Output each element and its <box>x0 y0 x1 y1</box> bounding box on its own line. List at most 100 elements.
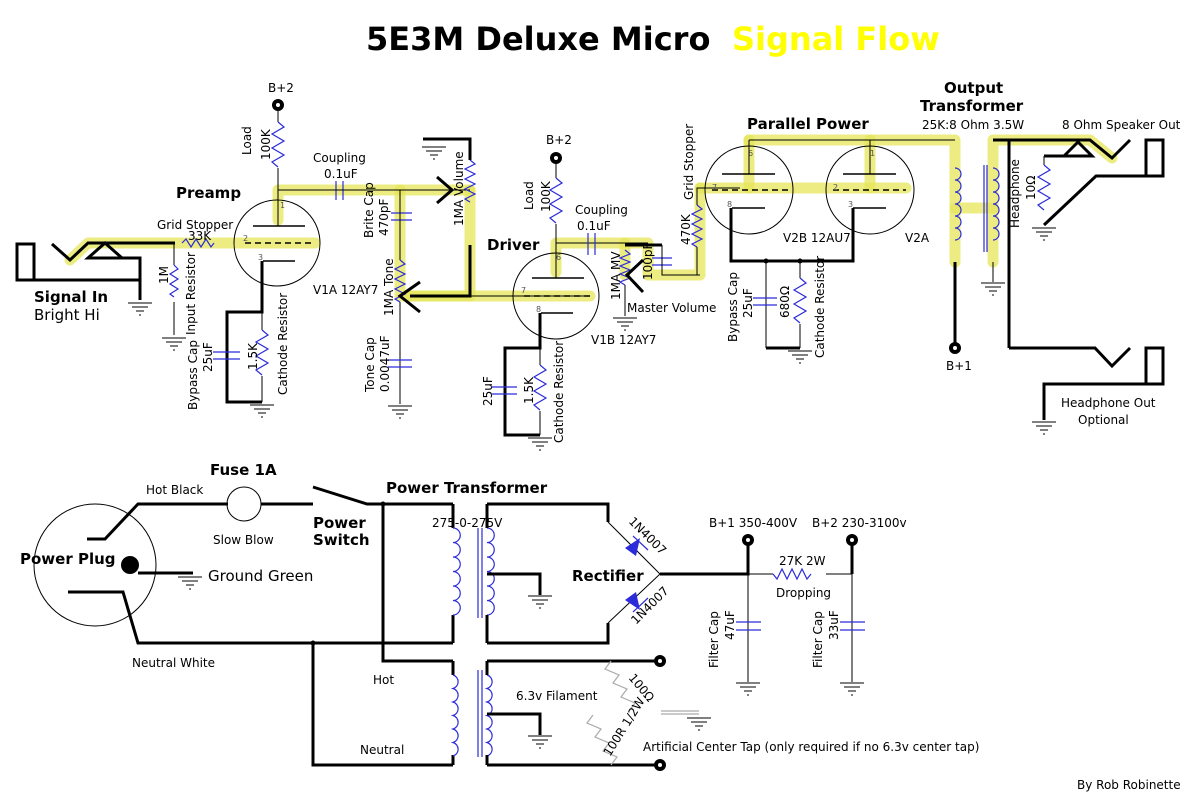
ct-resistor-top <box>604 660 636 712</box>
signal-in-label: Signal In <box>34 288 108 306</box>
section-preamp: Preamp <box>176 184 241 202</box>
title-accent: Signal Flow <box>732 20 940 58</box>
section-rectifier: Rectifier <box>572 567 644 585</box>
svg-text:Coupling: Coupling <box>575 203 628 217</box>
svg-text:Brite Cap: Brite Cap <box>362 182 376 238</box>
driver-tube: 6 7 8 <box>512 252 600 340</box>
svg-text:Slow Blow: Slow Blow <box>213 533 274 547</box>
grid-stopper-resistor <box>181 237 215 249</box>
svg-text:10Ω: 10Ω <box>1024 176 1038 200</box>
svg-text:3: 3 <box>848 200 853 209</box>
svg-text:Cathode Resistor: Cathode Resistor <box>276 293 290 395</box>
svg-text:Neutral: Neutral <box>360 743 404 757</box>
volume-pot-wiper[interactable] <box>436 175 455 205</box>
svg-text:1: 1 <box>870 149 875 158</box>
page-title: 5E3M Deluxe Micro Signal Flow <box>366 20 940 58</box>
ct-resistor-bottom <box>586 714 618 766</box>
svg-text:470K: 470K <box>679 213 693 245</box>
tone-pot-wiper[interactable] <box>397 280 421 314</box>
svg-text:Cathode Resistor: Cathode Resistor <box>813 256 827 358</box>
power-tube-v2b: 6 7 8 <box>704 145 794 235</box>
power-switch[interactable] <box>312 485 453 506</box>
driver-coupling-cap <box>587 233 596 255</box>
svg-text:Power: Power <box>313 514 366 532</box>
svg-text:Filter Cap: Filter Cap <box>811 611 825 668</box>
input-jack[interactable] <box>15 240 175 316</box>
power-transformer <box>450 504 495 765</box>
svg-text:Transformer: Transformer <box>920 97 1024 115</box>
svg-text:Optional: Optional <box>1078 413 1129 427</box>
svg-text:100K: 100K <box>259 128 273 160</box>
svg-text:Hot: Hot <box>373 673 394 687</box>
preamp-cathode-resistor <box>254 329 270 376</box>
fuse <box>226 486 262 522</box>
svg-text:Grid Stopper: Grid Stopper <box>157 218 233 232</box>
preamp-bypass-cap <box>213 351 240 360</box>
svg-text:Load: Load <box>240 126 254 155</box>
svg-text:275-0-275V: 275-0-275V <box>432 516 503 530</box>
input-resistor <box>168 264 180 298</box>
svg-text:8: 8 <box>727 200 732 209</box>
svg-text:B+2: B+2 <box>546 133 572 147</box>
master-volume-wiper[interactable] <box>624 258 645 294</box>
svg-text:2: 2 <box>833 183 838 192</box>
dropping-resistor <box>772 567 812 581</box>
svg-text:25uF: 25uF <box>741 288 755 318</box>
svg-text:7: 7 <box>521 286 526 295</box>
svg-text:Ground Green: Ground Green <box>208 567 313 585</box>
headphone-resistor <box>1036 164 1052 211</box>
credit: By Rob Robinette <box>1077 778 1181 792</box>
section-parallel-power: Parallel Power <box>747 115 869 133</box>
power-plug[interactable] <box>33 502 313 645</box>
brite-cap <box>391 212 412 221</box>
title-main: 5E3M Deluxe Micro <box>366 20 710 58</box>
svg-text:Bypass Cap: Bypass Cap <box>726 272 740 342</box>
svg-text:Input Resistor: Input Resistor <box>184 252 198 335</box>
driver-bypass-cap <box>492 386 517 395</box>
svg-text:0.0047uF: 0.0047uF <box>378 335 392 392</box>
svg-text:2: 2 <box>243 234 248 243</box>
svg-text:Artificial Center Tap (only re: Artificial Center Tap (only required if … <box>643 740 979 754</box>
svg-text:Output: Output <box>944 79 1003 97</box>
svg-text:Cathode Resistor: Cathode Resistor <box>552 341 566 443</box>
svg-text:Bypass Cap: Bypass Cap <box>186 340 200 410</box>
svg-text:1.5K: 1.5K <box>246 342 260 370</box>
svg-text:Grid Stopper: Grid Stopper <box>682 124 696 200</box>
svg-text:8: 8 <box>536 305 541 314</box>
preamp-tube: 1 2 3 <box>233 199 321 287</box>
svg-text:27K 2W: 27K 2W <box>779 554 826 568</box>
preamp-tube-label: V1A 12AY7 <box>313 283 378 297</box>
master-volume-pot[interactable] <box>618 249 632 286</box>
svg-text:25uF: 25uF <box>201 342 215 372</box>
svg-text:1: 1 <box>280 201 285 210</box>
svg-text:Headphone Out: Headphone Out <box>1061 396 1156 410</box>
volume-pot[interactable] <box>463 159 477 203</box>
svg-text:1MA MV: 1MA MV <box>609 251 623 300</box>
preamp-load-resistor <box>270 121 286 168</box>
filter-cap-1 <box>736 621 761 631</box>
svg-text:Switch: Switch <box>313 531 370 549</box>
speaker-out-jack[interactable] <box>993 138 1165 227</box>
svg-text:B+2: B+2 <box>268 81 294 95</box>
driver-tube-label: V1B 12AY7 <box>591 333 656 347</box>
svg-text:100pF: 100pF <box>641 242 655 280</box>
svg-text:B+1 350-400V: B+1 350-400V <box>709 516 798 530</box>
tone-cap <box>388 359 412 368</box>
filter-cap-2 <box>840 621 865 631</box>
svg-text:Dropping: Dropping <box>776 586 831 600</box>
svg-text:V2B 12AU7: V2B 12AU7 <box>783 231 851 245</box>
diode-top <box>625 538 640 556</box>
diode-bottom <box>625 592 640 610</box>
section-driver: Driver <box>487 236 540 254</box>
driver-cathode-resistor <box>532 364 548 411</box>
headphone-out-jack[interactable] <box>1009 346 1165 420</box>
svg-text:3: 3 <box>258 253 263 262</box>
svg-text:100K: 100K <box>539 180 553 212</box>
svg-text:Coupling: Coupling <box>313 151 366 165</box>
power-plug-label: Power Plug <box>20 550 116 568</box>
svg-text:B+2 230-3100v: B+2 230-3100v <box>812 516 907 530</box>
power-grid-stopper <box>690 204 704 248</box>
svg-text:8 Ohm Speaker Out: 8 Ohm Speaker Out <box>1062 118 1181 132</box>
svg-text:V2A: V2A <box>905 231 930 245</box>
